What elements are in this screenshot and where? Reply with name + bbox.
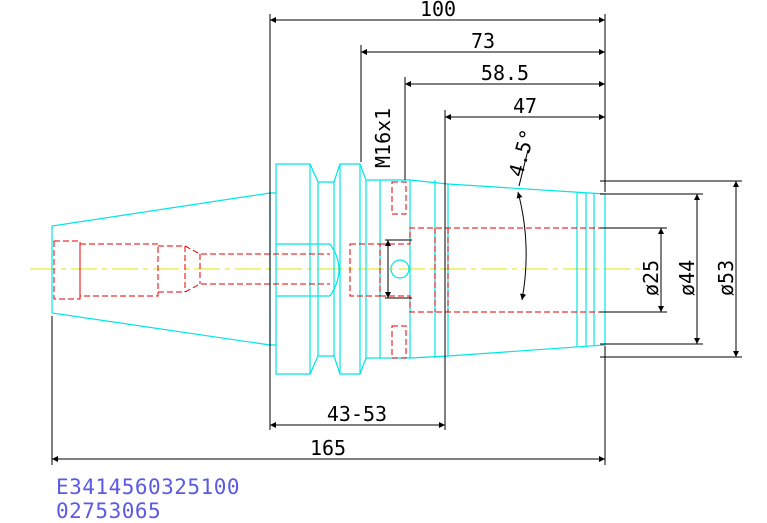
dim-58-5-text: 58.5	[481, 61, 529, 85]
angle-label: 4.5°	[504, 126, 540, 179]
dia-25-label: ø25	[639, 260, 663, 296]
dim-73-text: 73	[471, 29, 495, 53]
hidden-lines	[53, 181, 655, 359]
angle-arc	[516, 191, 527, 301]
dim-100-text: 100	[420, 0, 456, 21]
dim-47-text: 47	[513, 94, 537, 118]
dia-53-label: ø53	[714, 260, 738, 296]
dimension-lines	[51, 14, 742, 465]
dim-43-53-text: 43-53	[327, 402, 387, 426]
holder-outline	[51, 163, 606, 375]
sub-number: 02753065	[56, 499, 162, 523]
thread-label: M16x1	[371, 108, 395, 168]
dim-165-text: 165	[310, 436, 346, 460]
part-number: E3414560325100	[56, 475, 241, 499]
dia-44-label: ø44	[675, 260, 699, 296]
